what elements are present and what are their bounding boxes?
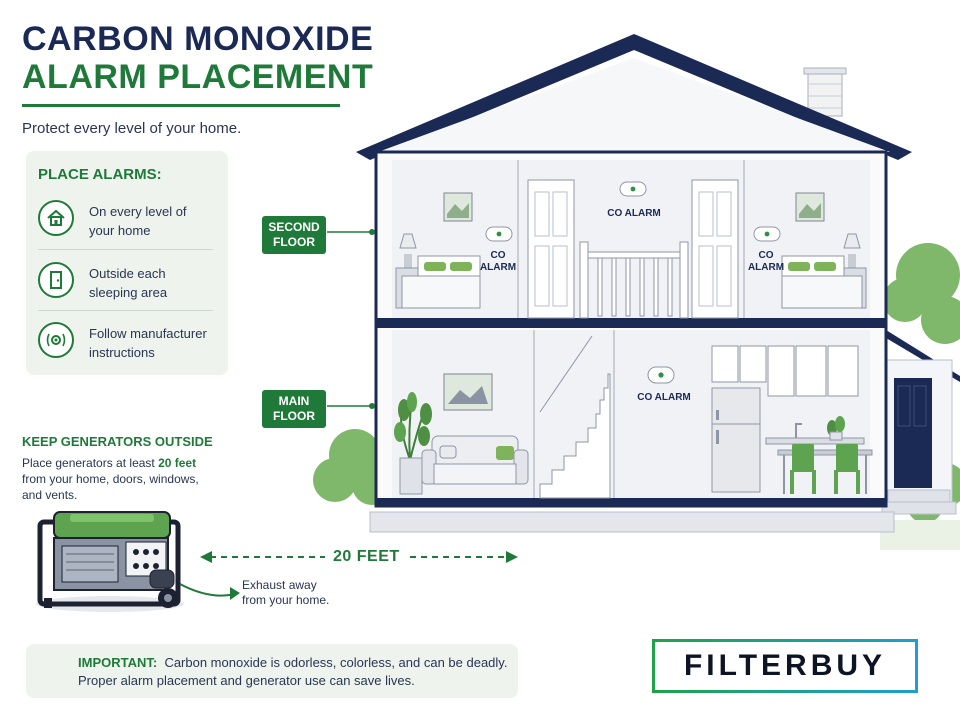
generator bbox=[36, 511, 184, 612]
sofa bbox=[421, 435, 529, 485]
tip-divider bbox=[38, 310, 213, 311]
co-alarm-label-left-bedroom: CO ALARM bbox=[479, 250, 517, 273]
distance-label: 20 FEET bbox=[333, 548, 400, 565]
title-divider bbox=[22, 104, 340, 107]
title-line-2: ALARM PLACEMENT bbox=[22, 58, 374, 96]
important-label: IMPORTANT: bbox=[78, 655, 158, 670]
subtitle: Protect every level of your home. bbox=[22, 120, 242, 137]
tip-divider bbox=[38, 249, 213, 250]
co-alarm-label-main-floor: CO ALARM bbox=[637, 392, 691, 403]
chimney bbox=[803, 67, 847, 117]
alarm-sound-icon bbox=[38, 322, 74, 358]
important-box bbox=[26, 644, 518, 698]
exhaust-note: Exhaust away from your home. bbox=[242, 578, 330, 607]
filterbuy-logo: FILTERBUY bbox=[652, 639, 918, 693]
second-floor-badge: SECOND FLOOR bbox=[262, 216, 326, 254]
important-text: IMPORTANT: Carbon monoxide is odorless, … bbox=[78, 655, 508, 688]
distance-arrow bbox=[200, 551, 518, 563]
stair-railing bbox=[579, 241, 689, 319]
tip-every-level: On every level of your home bbox=[89, 204, 187, 238]
co-alarm-label-right-bedroom: CO ALARM bbox=[747, 250, 785, 273]
tip-manufacturer: Follow manufacturer instructions bbox=[89, 326, 207, 360]
main-floor-badge: MAIN FLOOR bbox=[262, 390, 326, 428]
title-line-1: CARBON MONOXIDE bbox=[22, 20, 374, 58]
co-alarm-label-hallway: CO ALARM bbox=[607, 208, 661, 219]
plant-kitchen bbox=[827, 416, 845, 441]
generators-heading: KEEP GENERATORS OUTSIDE bbox=[22, 434, 213, 449]
place-alarms-heading: PLACE ALARMS: bbox=[38, 166, 162, 183]
house-icon bbox=[38, 200, 74, 236]
door-icon bbox=[38, 262, 74, 298]
generators-text: Place generators at least 20 feet from y… bbox=[22, 456, 199, 502]
chairs bbox=[790, 444, 860, 494]
plant-left bbox=[394, 392, 432, 495]
stairs bbox=[539, 335, 611, 499]
distance-emphasis: 20 feet bbox=[158, 456, 197, 470]
side-annex bbox=[881, 330, 960, 515]
tip-sleeping-area: Outside each sleeping area bbox=[89, 266, 168, 300]
